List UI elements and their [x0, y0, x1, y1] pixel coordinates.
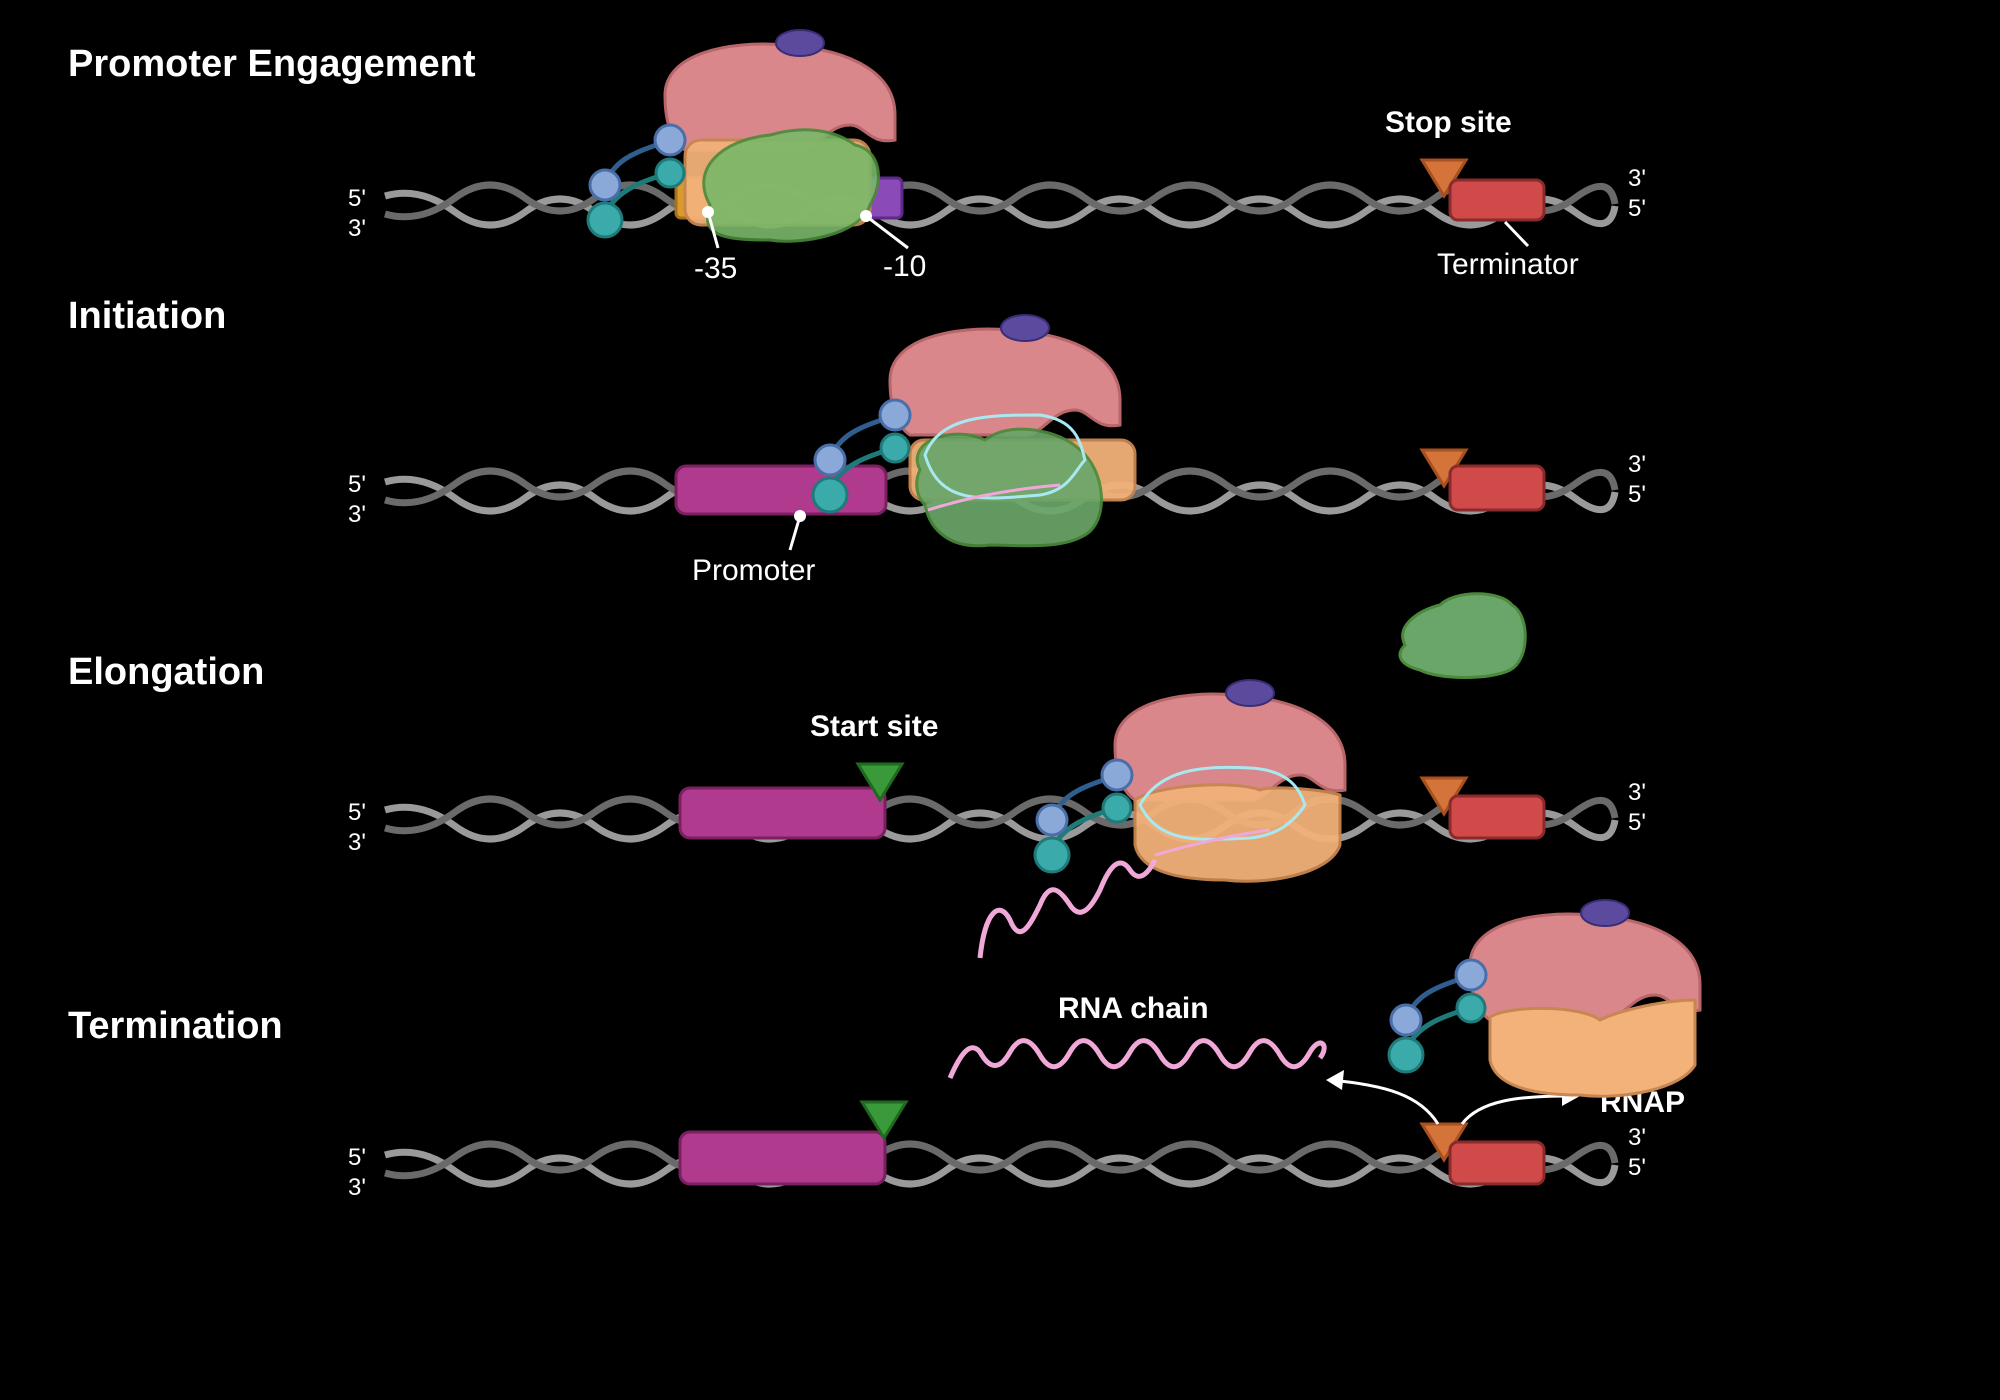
- stage-promoter-engagement: Promoter Engagement 5' 3' 3' 5' Stop sit…: [68, 28, 1646, 285]
- sigma-factor: [702, 128, 880, 243]
- dna-strand: [384, 795, 1619, 843]
- rna-transcript: [977, 858, 1158, 959]
- stage-termination: Termination 5' 3' 3' 5' RNA chain RNAP: [68, 898, 1702, 1201]
- terminator-box: [1448, 1140, 1546, 1186]
- terminator-box: [1448, 178, 1546, 222]
- dna-strand: [384, 181, 1619, 229]
- dna-end-3: 3': [348, 1174, 366, 1201]
- sigma-factor: [915, 427, 1103, 548]
- start-site-triangle: [859, 1100, 909, 1141]
- dna-end-5: 5': [348, 799, 366, 826]
- released-sigma-factor: [1398, 592, 1527, 679]
- promoter-box: [678, 786, 887, 840]
- promoter-box: [674, 464, 888, 516]
- stage-title: Termination: [68, 1005, 283, 1047]
- stage-elongation: Elongation 5' 3' 3' 5' Start site: [68, 651, 1646, 959]
- alpha-subunits: [1389, 960, 1486, 1072]
- stage-title: Elongation: [68, 651, 264, 693]
- start-site-triangle: [855, 762, 905, 803]
- promoter-box: [678, 1130, 887, 1186]
- minus35-label: -35: [694, 252, 737, 285]
- terminator-label: Terminator: [1437, 248, 1579, 281]
- stop-site-label: Stop site: [1385, 106, 1512, 139]
- stage-title: Promoter Engagement: [68, 43, 476, 85]
- dna-strand: [384, 1140, 1619, 1188]
- start-site-label: Start site: [810, 710, 938, 743]
- dna-end-3: 3': [348, 829, 366, 856]
- terminator-box: [1448, 794, 1546, 840]
- stop-site-triangle: [1419, 158, 1469, 199]
- released-rna-chain: [947, 1038, 1327, 1079]
- dna-end-right-3: 3': [1628, 165, 1646, 192]
- dna-end-3: 3': [348, 215, 366, 242]
- dna-end-right-3: 3': [1628, 1124, 1646, 1151]
- stage-title: Initiation: [68, 295, 226, 337]
- released-rnap: [1468, 898, 1702, 1098]
- dna-end-right-3: 3': [1628, 451, 1646, 478]
- rna-chain-label: RNA chain: [1058, 992, 1209, 1025]
- dna-end-right-5: 5': [1628, 481, 1646, 508]
- dna-end-3: 3': [348, 501, 366, 528]
- rna-primer: [927, 483, 1061, 512]
- terminator-box: [1448, 464, 1546, 512]
- dna-bubble: [1138, 765, 1307, 841]
- dna-end-right-5: 5': [1628, 809, 1646, 836]
- dna-end-right-5: 5': [1628, 195, 1646, 222]
- alpha-subunits: [588, 125, 685, 237]
- dna-end-5: 5': [348, 471, 366, 498]
- dna-end-right-3: 3': [1628, 779, 1646, 806]
- arrow-to-rna: [1326, 1070, 1344, 1090]
- dna-end-5: 5': [348, 185, 366, 212]
- alpha-subunits: [1035, 760, 1132, 872]
- dna-end-right-5: 5': [1628, 1154, 1646, 1181]
- dna-end-5: 5': [348, 1144, 366, 1171]
- rnap-core: [1113, 678, 1347, 883]
- minus10-label: -10: [883, 250, 926, 283]
- stage-initiation: Initiation 5' 3' 3' 5' Promoter: [68, 295, 1646, 587]
- promoter-label: Promoter: [692, 554, 815, 587]
